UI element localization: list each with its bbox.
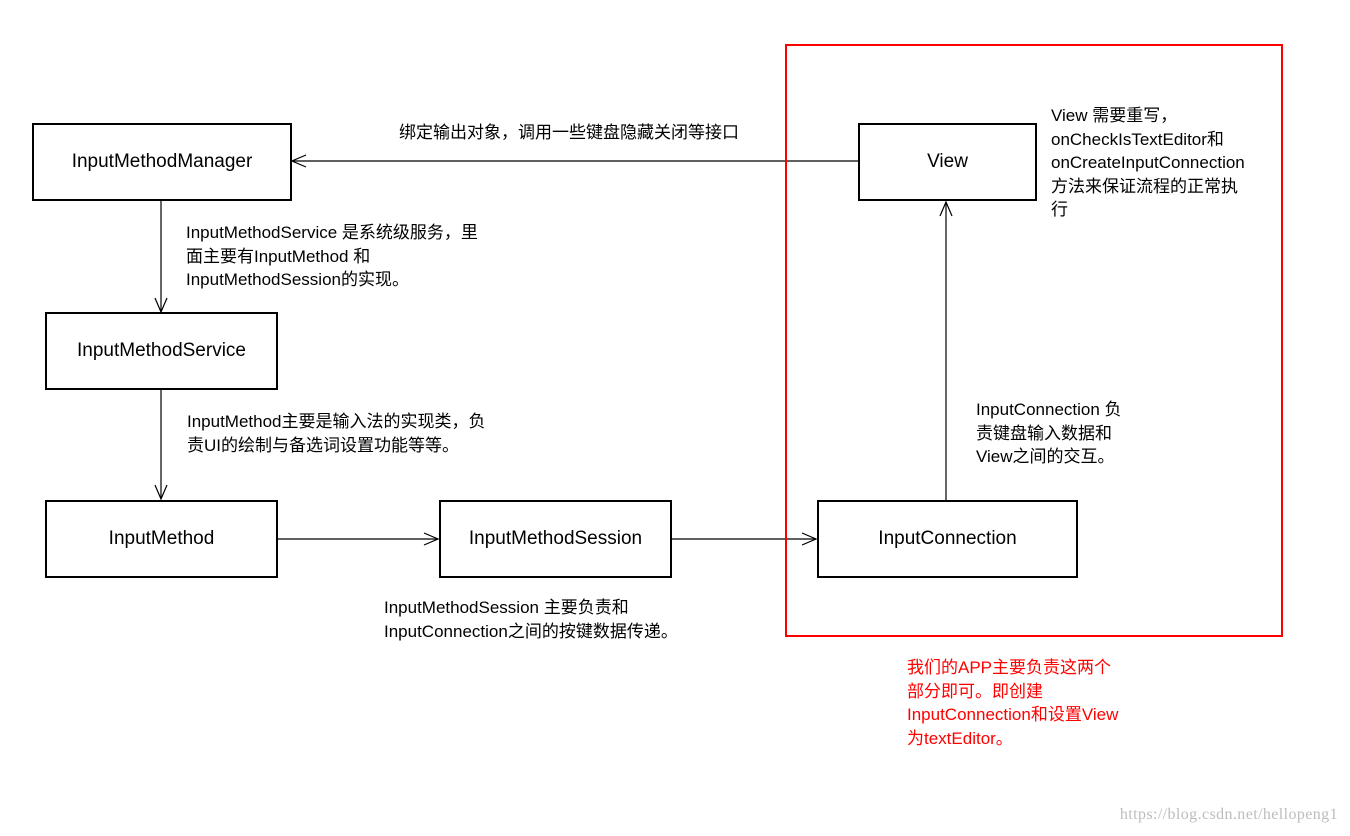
note-line: InputConnection 负: [976, 400, 1122, 419]
note-method-desc: InputMethod主要是输入法的实现类，负 责UI的绘制与备选词设置功能等等…: [187, 410, 486, 457]
note-line: InputMethodService 是系统级服务，里: [186, 223, 478, 242]
note-line: 责键盘输入数据和: [976, 423, 1112, 443]
note-line: 部分即可。即创建: [907, 681, 1043, 701]
note-line: InputMethodSession 主要负责和: [384, 598, 629, 617]
note-line: InputMethodSession的实现。: [186, 270, 409, 289]
node-input-method-manager: InputMethodManager: [32, 123, 292, 201]
note-bind-output: 绑定输出对象，调用一些键盘隐藏关闭等接口: [399, 123, 739, 142]
note-line: onCreateInputConnection: [1051, 153, 1245, 172]
note-connection-desc: InputConnection 负 责键盘输入数据和 View之间的交互。: [976, 398, 1122, 469]
node-input-method-service: InputMethodService: [45, 312, 278, 390]
note-line: 责UI的绘制与备选词设置功能等等。: [187, 435, 459, 455]
note-line: View之间的交互。: [976, 447, 1115, 466]
note-line: 面主要有InputMethod 和: [186, 246, 371, 266]
note-line: InputMethod主要是输入法的实现类，负: [187, 412, 486, 431]
note-line: onCheckIsTextEditor和: [1051, 129, 1224, 149]
app-responsibility-frame: [785, 44, 1283, 637]
note-session-desc: InputMethodSession 主要负责和 InputConnection…: [384, 596, 678, 643]
node-input-method-session: InputMethodSession: [439, 500, 672, 578]
note-service-desc: InputMethodService 是系统级服务，里 面主要有InputMet…: [186, 221, 478, 292]
node-input-connection: InputConnection: [817, 500, 1078, 578]
note-view-desc: View 需要重写， onCheckIsTextEditor和 onCreate…: [1051, 104, 1245, 222]
note-line: 方法来保证流程的正常执: [1051, 176, 1238, 196]
note-line: 我们的APP主要负责这两个: [907, 658, 1112, 677]
note-app-desc: 我们的APP主要负责这两个 部分即可。即创建 InputConnection和设…: [907, 656, 1118, 750]
note-line: InputConnection和设置View: [907, 705, 1119, 724]
node-view: View: [858, 123, 1037, 201]
node-input-method: InputMethod: [45, 500, 278, 578]
note-line: 为textEditor。: [907, 728, 1013, 748]
note-line: View 需要重写，: [1051, 106, 1178, 125]
watermark-url: https://blog.csdn.net/hellopeng1: [1119, 806, 1338, 823]
note-line: 行: [1051, 200, 1068, 219]
note-line: InputConnection之间的按键数据传递。: [384, 621, 678, 641]
